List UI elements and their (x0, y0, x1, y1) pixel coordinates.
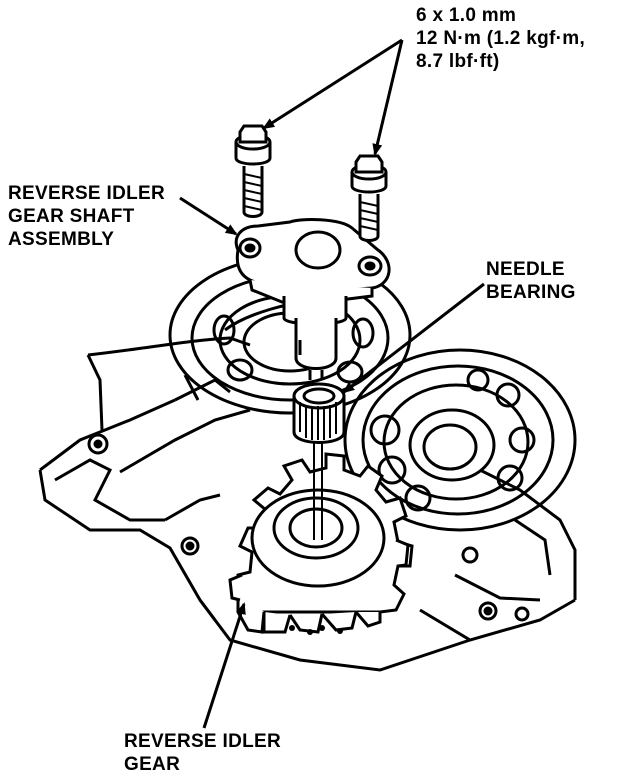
needle-bearing-label: NEEDLE BEARING (486, 258, 576, 304)
leader-arrows (179, 38, 485, 729)
arrow-needle-bearing (342, 282, 485, 394)
shaft-axis-line (313, 440, 323, 540)
needle-bearing-line-2: BEARING (486, 282, 576, 303)
shaft-holder-plate (234, 218, 391, 304)
reverse-idler-gear (228, 452, 414, 634)
left-ball-bearing (168, 255, 412, 415)
gear-base-dots (289, 625, 343, 635)
housing-bolt-holes (87, 433, 530, 622)
bolt-spec-label: 6 x 1.0 mm 12 N·m (1.2 kgf·m, 8.7 lbf·ft… (416, 4, 585, 73)
bolt-torque-nm-text: 12 N·m (1.2 kgf·m, (416, 28, 586, 49)
bolt-size-text: 6 x 1.0 mm (416, 5, 517, 26)
needle-bearing-line-1: NEEDLE (486, 259, 565, 280)
idler-gear-line-1: REVERSE IDLER (124, 731, 281, 752)
right-ball-bearing (343, 348, 577, 532)
arrow-idler-gear (202, 602, 246, 729)
arrow-bolt-right (372, 39, 404, 156)
idler-gear-line-2: GEAR (124, 754, 181, 775)
reverse-idler-shaft (282, 296, 348, 380)
bolt-torque-lbft-text: 8.7 lbf·ft) (416, 51, 500, 72)
shaft-assembly-line-1: REVERSE IDLER (8, 183, 165, 204)
shaft-assembly-label: REVERSE IDLER GEAR SHAFT ASSEMBLY (8, 182, 165, 251)
arrow-shaft-assembly (179, 196, 238, 236)
arrow-bolt-left (262, 38, 403, 130)
idler-gear-label: REVERSE IDLER GEAR (124, 730, 281, 776)
shaft-assembly-line-3: ASSEMBLY (8, 229, 115, 250)
flange-bolt-icon-right (350, 154, 388, 242)
needle-bearing-icon (292, 382, 346, 444)
flange-bolt-icon-left (234, 124, 272, 218)
shaft-assembly-line-2: GEAR SHAFT (8, 206, 135, 227)
